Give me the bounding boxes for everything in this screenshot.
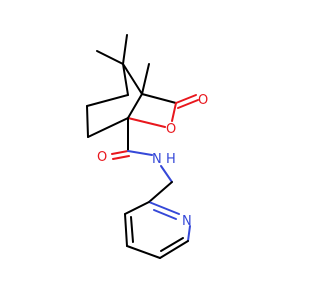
bond-methyl-b <box>122 34 128 65</box>
bond-py-5 <box>124 213 128 247</box>
bond-amideC-N <box>127 150 153 156</box>
bond-bridge-front <box>127 93 143 119</box>
bond-c1-c6 <box>86 94 129 107</box>
bond-ringO-c4 <box>127 117 166 128</box>
bond-ketone-1 <box>175 94 197 104</box>
molecule-structure: O O O N H N <box>86 34 208 259</box>
amide-oxygen-label: O <box>97 150 107 165</box>
bond-amide-co-2 <box>112 155 130 160</box>
bond-py-1 <box>148 201 180 215</box>
ketone-oxygen-label: O <box>198 93 208 108</box>
bond-c5-c4 <box>87 117 129 138</box>
bond-py-2 <box>187 225 191 242</box>
ring-oxygen-label: O <box>166 122 176 137</box>
bond-py-6 <box>124 201 150 215</box>
bond-ketone-2 <box>177 99 199 109</box>
bond-N-CH2 <box>160 165 173 183</box>
bond-c6-c5 <box>86 105 89 138</box>
bond-py-5b <box>130 216 134 243</box>
bond-bridge-c7-c4 <box>122 63 129 96</box>
bond-c1-carbonyl <box>141 93 177 104</box>
bond-py-3b <box>160 237 184 252</box>
bond-methyl-a <box>96 50 124 65</box>
bond-methyl-c <box>141 63 150 95</box>
amide-nitrogen-label: N <box>152 152 162 167</box>
bond-py-3 <box>159 240 189 259</box>
bond-amide-co-1 <box>111 150 129 155</box>
bond-CH2-py <box>148 181 173 203</box>
bond-py-4 <box>126 245 161 259</box>
bond-py-1b <box>153 209 177 220</box>
amide-hydrogen-label: H <box>166 152 176 167</box>
bond-carbonyl-ringO <box>171 102 177 122</box>
bond-bridge-c7-c1 <box>122 63 143 95</box>
pyridine-nitrogen-label: N <box>182 214 192 229</box>
